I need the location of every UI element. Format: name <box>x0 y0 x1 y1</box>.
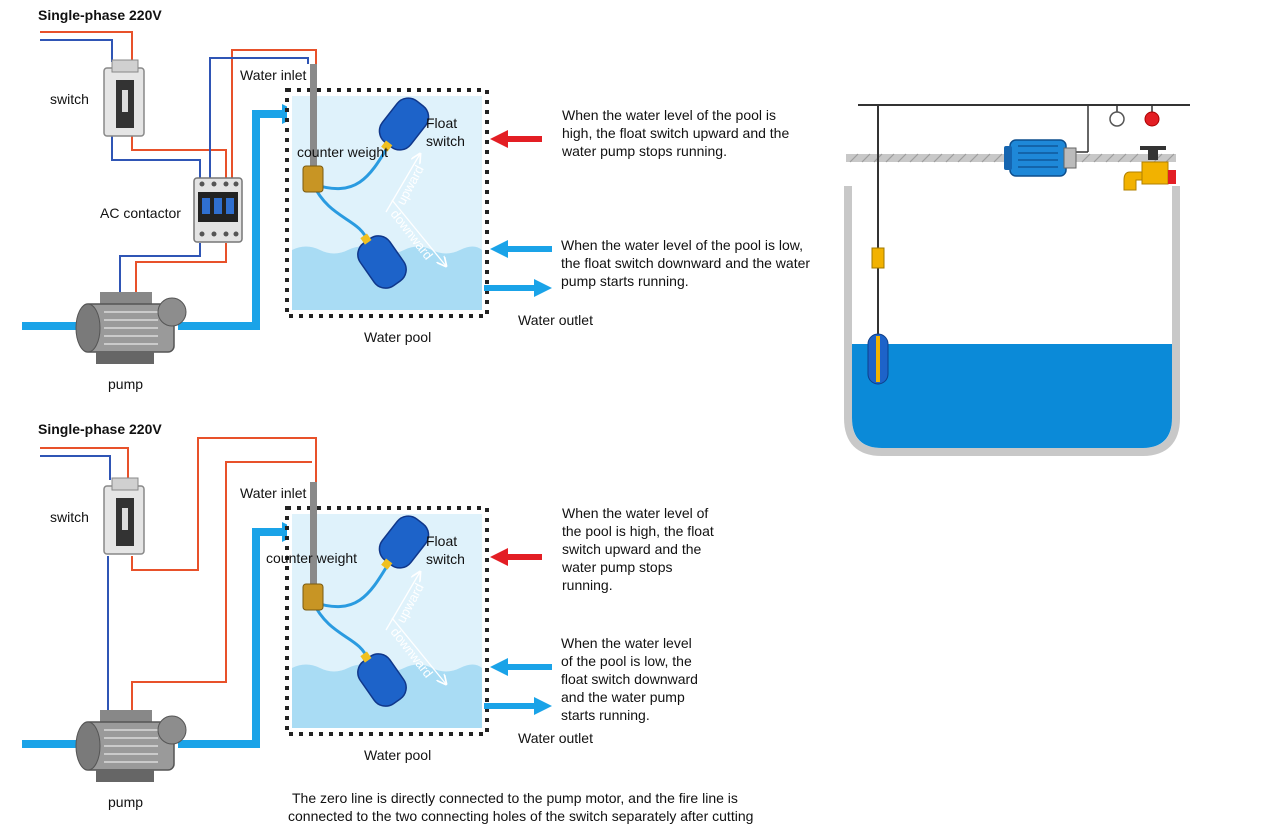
top-ac-contactor <box>193 177 243 243</box>
bottom-water-inlet: Water inlet <box>240 485 307 501</box>
indicator-off-icon <box>1109 111 1125 127</box>
top-high-note-1: When the water level of the pool is <box>562 107 776 123</box>
bottom-water-pool-label: Water pool <box>364 747 431 763</box>
top-water-pool-label: Water pool <box>364 329 431 345</box>
tank-counter-weight <box>871 247 885 269</box>
top-pump-label: pump <box>108 376 143 392</box>
top-high-note-3: water pump stops running. <box>561 143 727 159</box>
top-fire-wires <box>40 31 317 292</box>
bottom-high-note-2: the pool is high, the float <box>562 523 714 539</box>
top-float-label-1: Float <box>426 115 457 131</box>
bottom-side-arrows <box>484 548 552 715</box>
bottom-high-note-1: When the water level of <box>562 505 708 521</box>
bottom-pump <box>75 710 187 782</box>
bottom-water-pipe <box>22 528 282 748</box>
top-zero-wires <box>40 39 309 292</box>
tank-water <box>852 344 1172 448</box>
faucet-icon <box>1123 146 1176 191</box>
footer-note-1: The zero line is directly connected to t… <box>292 790 738 806</box>
footer-note-2: connected to the two connecting holes of… <box>288 808 753 824</box>
bottom-water-outlet: Water outlet <box>518 730 593 746</box>
bottom-fire-wires <box>40 437 317 710</box>
bottom-float-assembly <box>302 482 446 707</box>
top-water-outlet: Water outlet <box>518 312 593 328</box>
bottom-switch <box>103 477 145 555</box>
top-low-note-2: the float switch downward and the water <box>561 255 810 271</box>
top-float-label-2: switch <box>426 133 465 149</box>
bottom-low-note-5: starts running. <box>561 707 650 723</box>
tank-illustration <box>844 104 1190 456</box>
top-switch-label: switch <box>50 91 89 107</box>
top-diagram: Single-phase 220V switch <box>22 7 810 392</box>
bottom-counter-weight: counter weight <box>266 550 357 566</box>
bottom-switch-label: switch <box>50 509 89 525</box>
bottom-high-note-5: running. <box>562 577 613 593</box>
top-power-title: Single-phase 220V <box>38 7 162 23</box>
bottom-zero-wires <box>40 455 111 710</box>
top-contactor-label: AC contactor <box>100 205 181 221</box>
tank-wall <box>844 186 1180 456</box>
top-pump <box>75 292 187 364</box>
top-side-arrows <box>484 130 552 297</box>
bottom-power-title: Single-phase 220V <box>38 421 162 437</box>
top-counter-weight: counter weight <box>297 144 388 160</box>
bottom-low-note-3: float switch downward <box>561 671 698 687</box>
bottom-low-note-4: and the water pump <box>561 689 685 705</box>
bottom-pump-label: pump <box>108 794 143 810</box>
bottom-diagram: Single-phase 220V switch <box>22 421 753 824</box>
top-low-note-1: When the water level of the pool is low, <box>561 237 803 253</box>
top-switch <box>103 59 145 137</box>
top-low-note-3: pump starts running. <box>561 273 689 289</box>
bottom-high-note-3: switch upward and the <box>562 541 702 557</box>
top-water-pipe <box>22 110 282 330</box>
bottom-low-note-1: When the water level <box>561 635 692 651</box>
indicator-on-icon <box>1144 111 1160 127</box>
top-water-inlet: Water inlet <box>240 67 307 83</box>
top-high-note-2: high, the float switch upward and the <box>562 125 789 141</box>
tank-motor-icon <box>1004 139 1077 177</box>
bottom-low-note-2: of the pool is low, the <box>561 653 692 669</box>
bottom-high-note-4: water pump stops <box>561 559 673 575</box>
bottom-float-label-2: switch <box>426 551 465 567</box>
bottom-float-label-1: Float <box>426 533 457 549</box>
top-float-assembly <box>302 64 446 289</box>
